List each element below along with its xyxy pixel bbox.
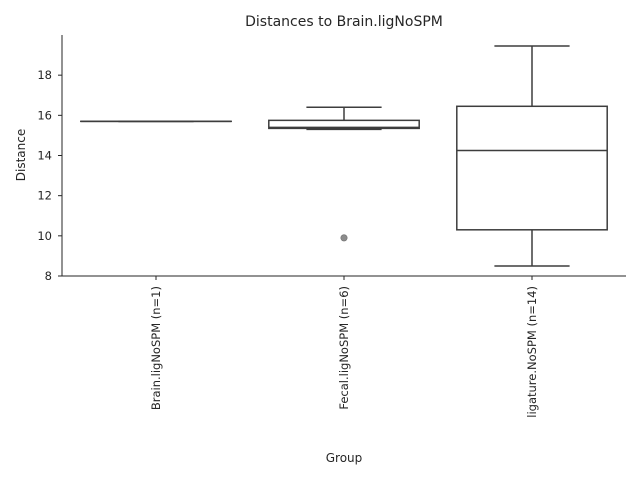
box-group [268,106,420,242]
x-tick-label: ligature.NoSPM (n=14) [525,286,539,418]
x-axis-ticks: Brain.ligNoSPM (n=1) Fecal.ligNoSPM (n=6)… [149,276,539,418]
y-tick-label: 16 [37,108,52,122]
chart-title: Distances to Brain.ligNoSPM [245,14,443,30]
box-series [80,45,608,267]
x-tick-label: Fecal.ligNoSPM (n=6) [337,286,351,410]
iqr-box [268,119,420,130]
y-tick-label: 12 [37,189,52,203]
x-axis-label: Group [326,451,363,465]
y-axis-label: Distance [14,129,28,181]
y-tick-label: 14 [37,149,52,163]
iqr-box [456,105,608,231]
y-tick-label: 18 [37,68,52,82]
outlier-point [340,234,348,242]
y-axis-ticks: 8 10 12 14 16 18 [37,68,62,283]
box-group [456,45,608,267]
y-tick-label: 8 [45,269,52,283]
y-tick-label: 10 [37,229,52,243]
x-tick-label: Brain.ligNoSPM (n=1) [149,286,163,410]
